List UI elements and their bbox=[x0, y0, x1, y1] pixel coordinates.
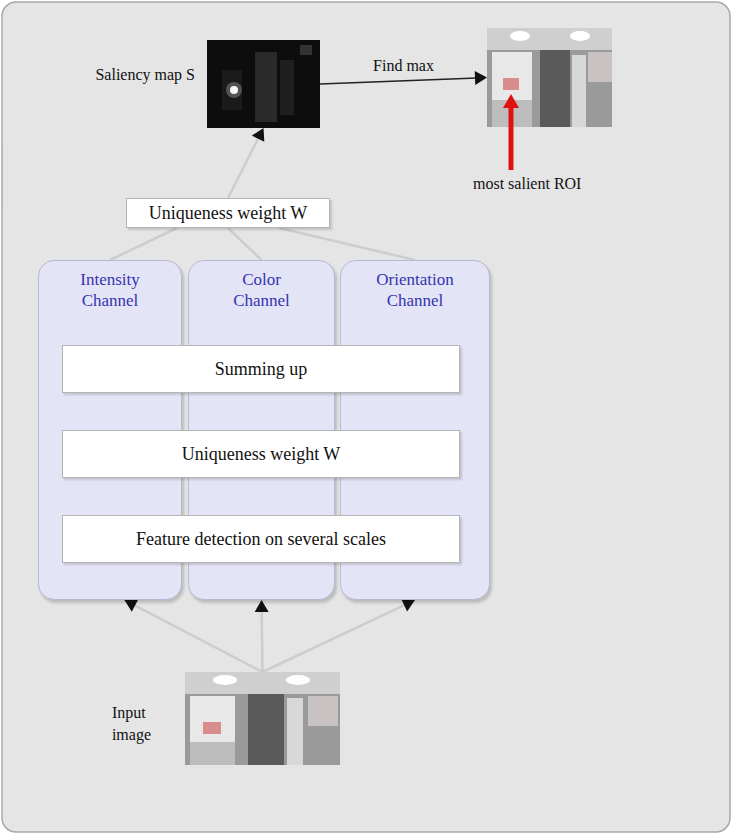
image-label: most salient ROI bbox=[473, 175, 581, 193]
process-box: Uniqueness weight W bbox=[62, 430, 460, 478]
connector bbox=[228, 128, 264, 198]
saliency-image bbox=[207, 40, 320, 128]
result-image: most salient ROI bbox=[487, 28, 612, 127]
connector bbox=[228, 228, 262, 260]
result-image bbox=[487, 28, 612, 170]
input-image: Input image bbox=[185, 672, 340, 765]
process-box: Feature detection on several scales bbox=[62, 515, 460, 563]
saliency-map: Saliency map S bbox=[207, 40, 320, 128]
connector bbox=[110, 228, 177, 260]
image-label: Saliency map S bbox=[95, 66, 195, 84]
box-label: Uniqueness weight W bbox=[182, 444, 341, 465]
process-box: Summing up bbox=[62, 345, 460, 393]
input-image bbox=[185, 672, 340, 765]
connector bbox=[124, 599, 262, 672]
weight-box: Uniqueness weight W bbox=[126, 198, 330, 228]
channel-heading: Color Channel bbox=[233, 269, 290, 311]
channel-heading: Orientation Channel bbox=[376, 269, 453, 311]
image-label: Input image bbox=[112, 702, 151, 746]
connector bbox=[279, 228, 415, 260]
box-label: Feature detection on several scales bbox=[136, 529, 386, 550]
connector bbox=[255, 600, 269, 672]
box-label: Summing up bbox=[215, 359, 308, 380]
channel-heading: Intensity Channel bbox=[80, 269, 140, 311]
box-label: Uniqueness weight W bbox=[149, 203, 308, 224]
edge-label: Find max bbox=[370, 57, 437, 75]
connector bbox=[263, 599, 416, 672]
